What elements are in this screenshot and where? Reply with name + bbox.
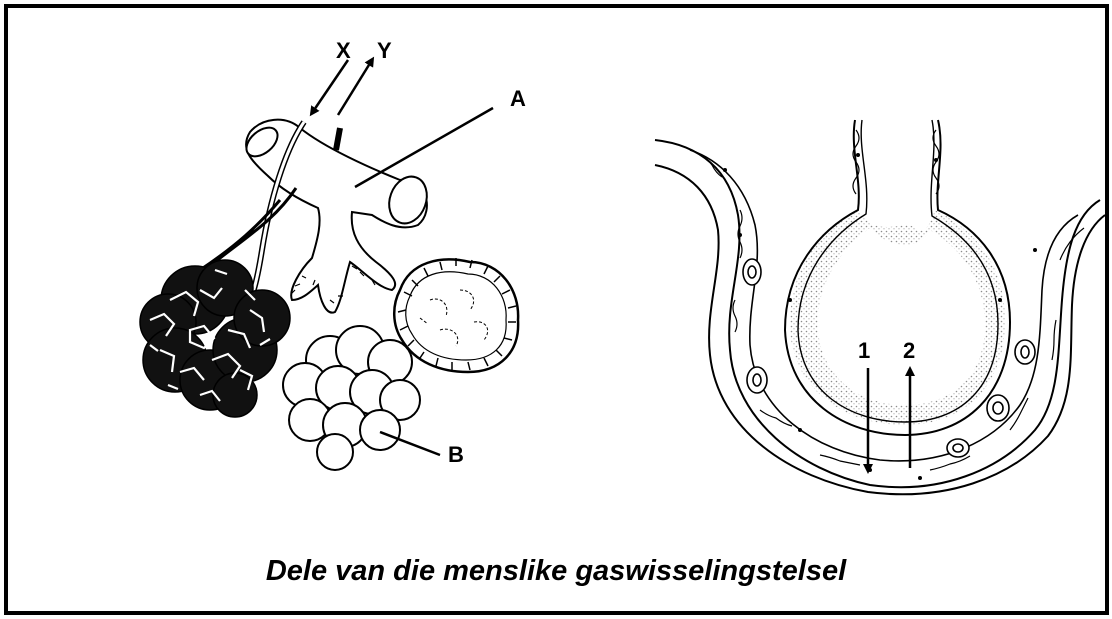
alveolar-sac-section [394, 258, 518, 372]
label-b: B [448, 442, 464, 467]
label-y: Y [377, 38, 392, 63]
label-1: 1 [858, 338, 870, 363]
capillary-cluster [140, 260, 290, 417]
alveoli-cluster-b [283, 326, 420, 470]
figure-caption: Dele van die menslike gaswisselingstelse… [0, 555, 1112, 588]
left-diagram-bronchiole [140, 60, 518, 470]
right-diagram-alveolus [655, 120, 1105, 494]
arrow-x-line [312, 60, 348, 113]
vessel-y-stub [336, 128, 340, 150]
label-2: 2 [903, 338, 915, 363]
pointer-a-line [355, 108, 493, 187]
label-a: A [510, 86, 526, 111]
label-x: X [336, 38, 351, 63]
